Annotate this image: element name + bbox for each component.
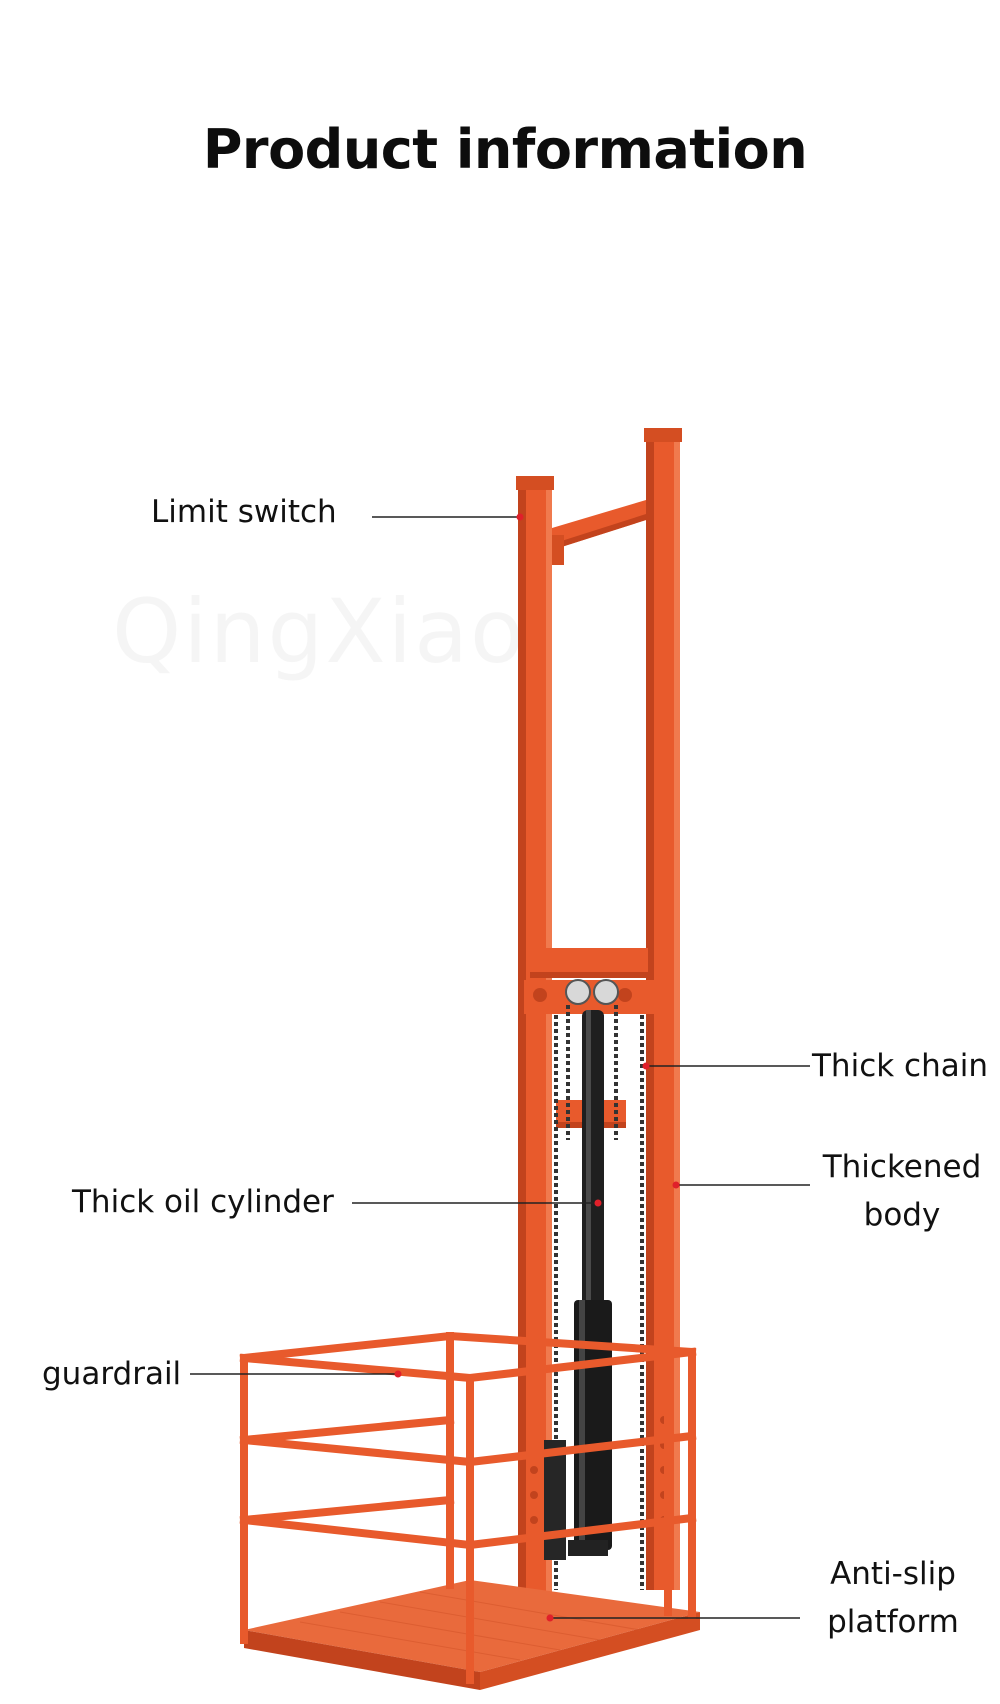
guardrail-cage (239, 1331, 697, 1684)
label-anti-slip-line1: Anti-slip (830, 1556, 956, 1592)
mast-left (516, 476, 554, 1598)
label-thick-chain: Thick chain (812, 1048, 988, 1084)
label-thick-oil-cylinder: Thick oil cylinder (72, 1184, 334, 1220)
label-limit-switch: Limit switch (151, 494, 337, 530)
leader-lines (190, 516, 810, 1619)
label-anti-slip-line2: platform (827, 1604, 959, 1640)
leader-dots (394, 513, 680, 1622)
label-guardrail: guardrail (42, 1356, 182, 1392)
page-title: Product information (202, 118, 808, 181)
label-thickened-body: Thickened body (812, 1143, 992, 1239)
label-thickened-body-line2: body (863, 1197, 941, 1233)
label-anti-slip-platform: Anti-slip platform (808, 1550, 978, 1646)
label-thickened-body-line1: Thickened (822, 1149, 982, 1185)
